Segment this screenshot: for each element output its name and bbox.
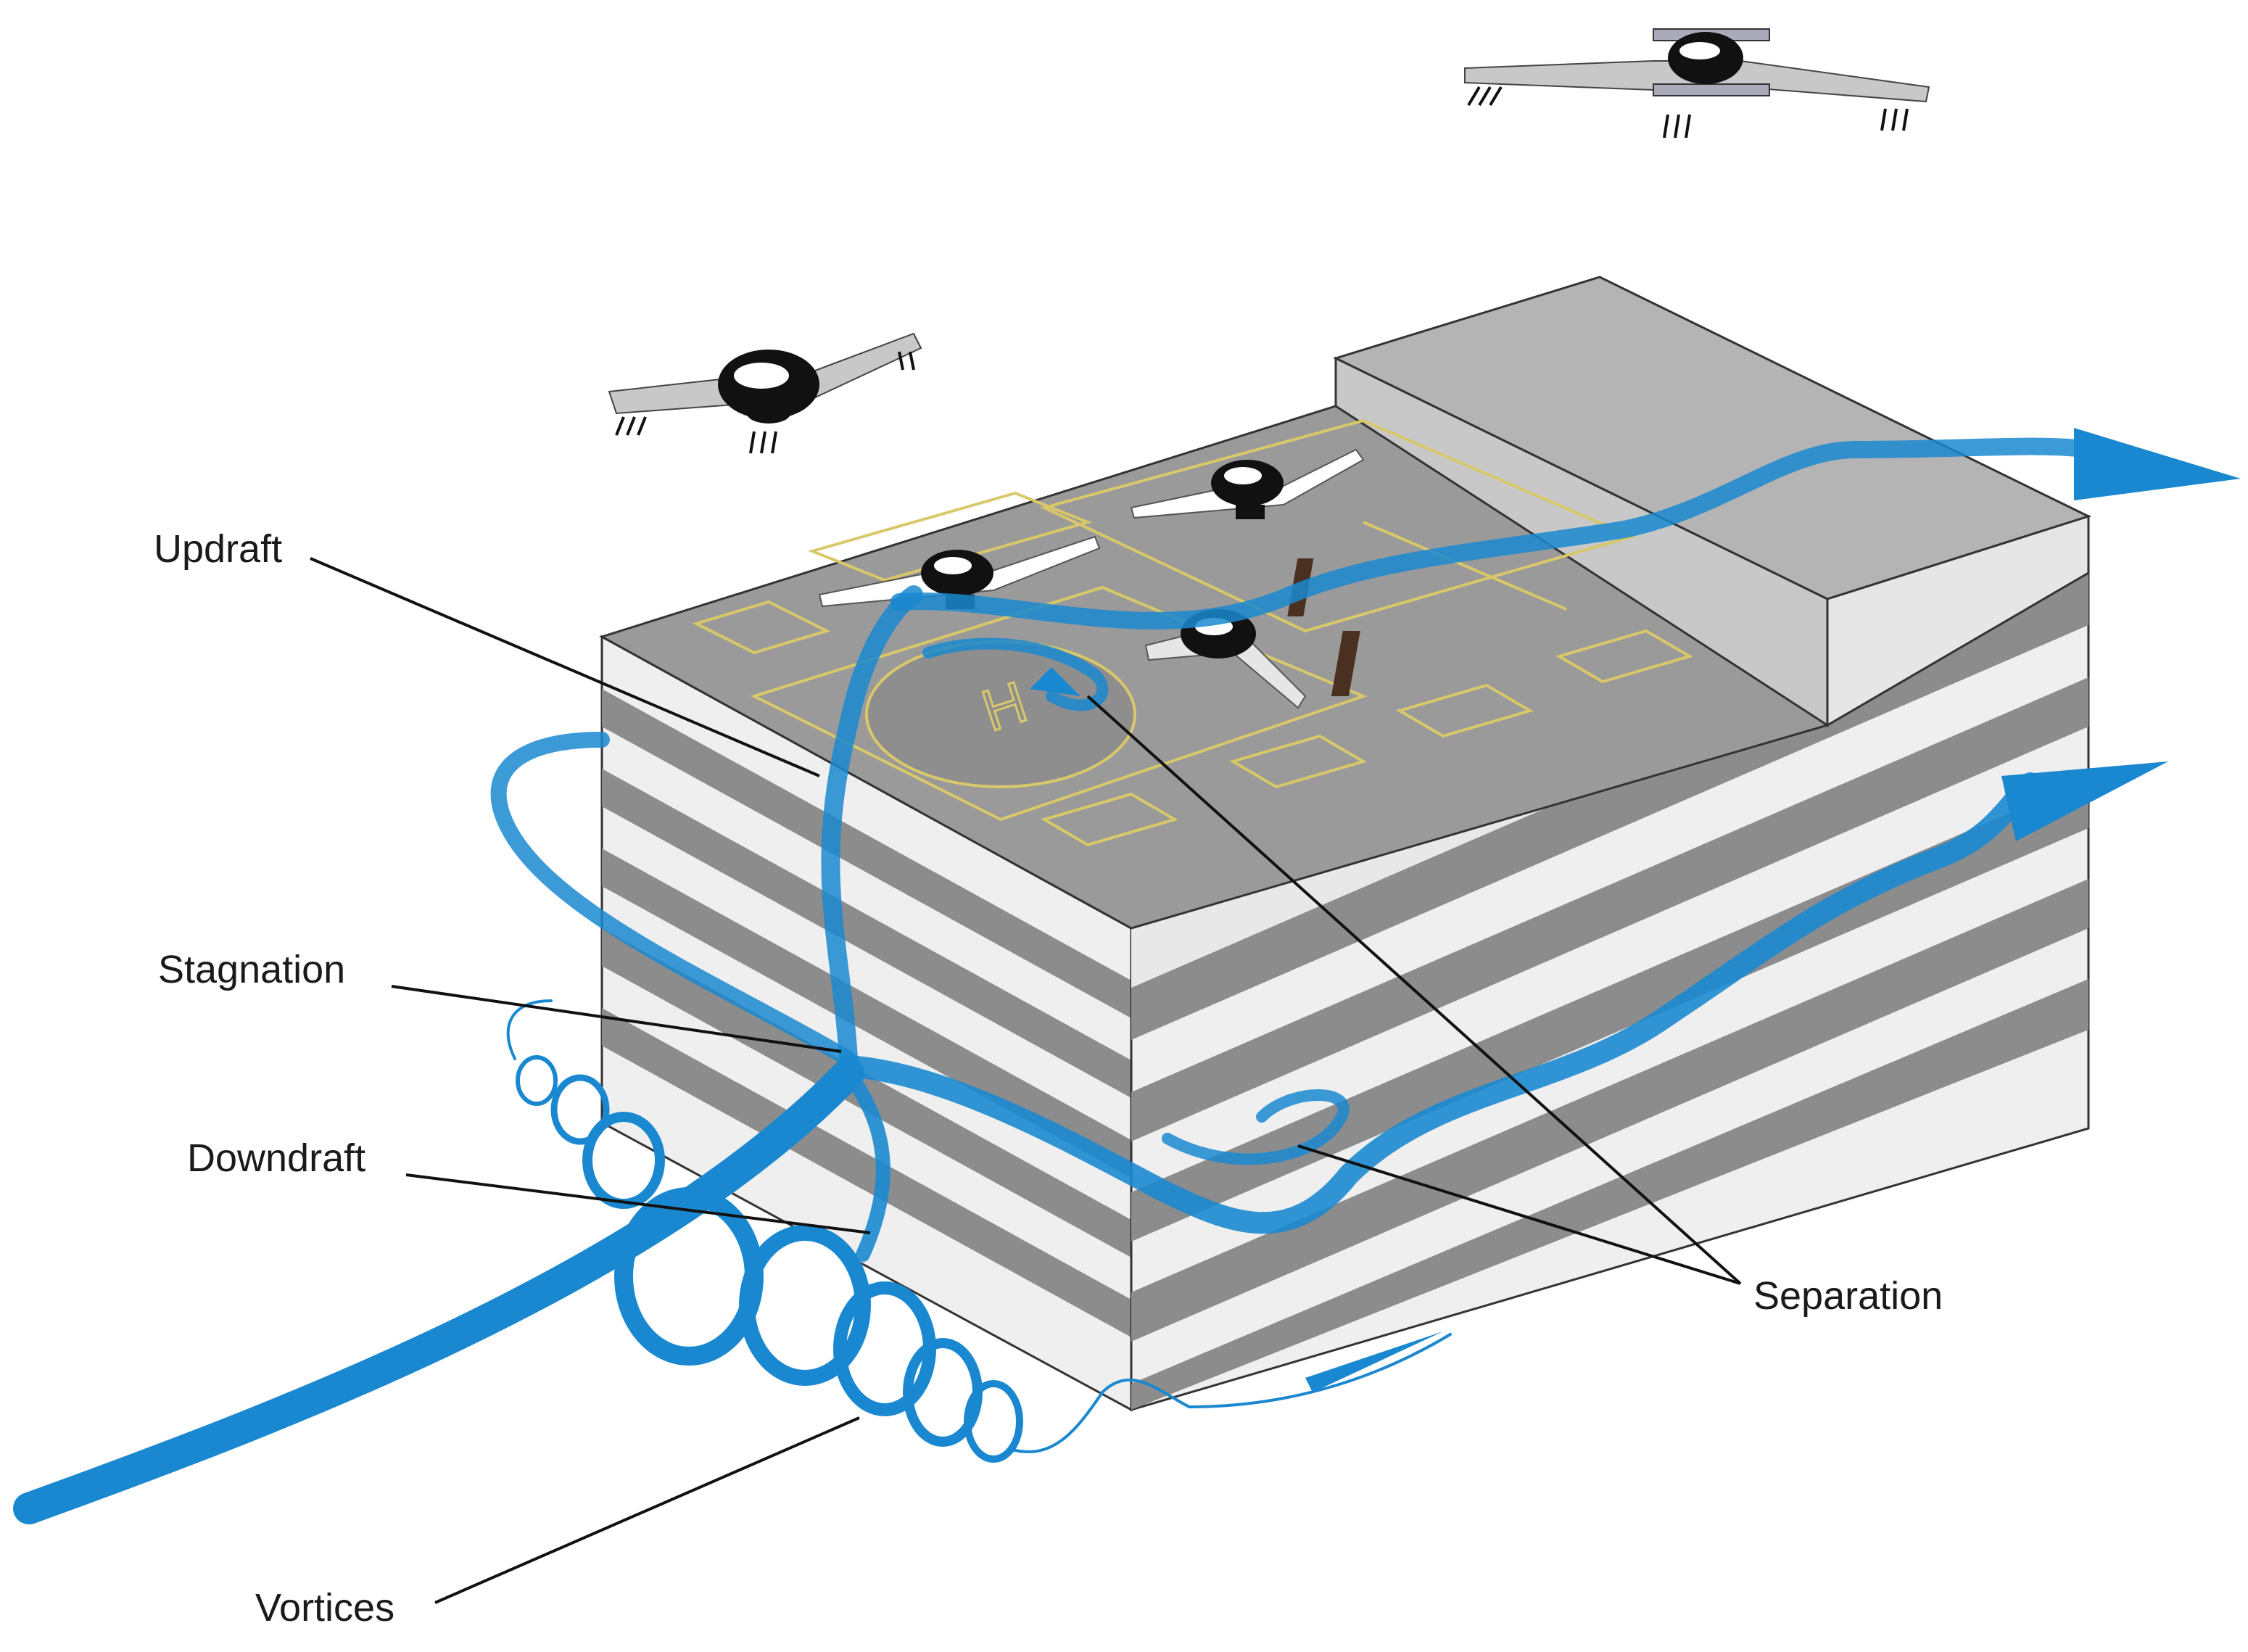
evtol-aircraft-parked-2 [1130,448,1365,519]
downdraft-flow [841,1066,890,1262]
leader-lines [310,557,1742,1604]
label-separation: Separation [1753,1274,1943,1318]
incoming-flow [13,1057,864,1524]
flow-arrow-icon-top [2074,428,2241,500]
updraft-flow [821,585,923,1068]
evtol-aircraft-flying-left [608,332,922,454]
vortices-coil [506,999,1452,1463]
label-updraft: Updraft [154,527,282,571]
label-downdraft: Downdraft [187,1136,365,1180]
evtol-aircraft-flying-right [1464,28,1930,139]
airflow [13,428,2241,1524]
roof-flow [890,437,2097,629]
helipad-icon: H [865,640,1136,788]
face-recirculation [1162,1089,1350,1165]
labels: Updraft Stagnation Downdraft Vortices Se… [154,527,1943,1630]
label-stagnation: Stagnation [158,948,345,991]
label-vortices: Vortices [255,1586,394,1630]
flow-arrow-icon-bottom [1305,1331,1443,1392]
face-flow-right [838,772,2041,1234]
wrap-flow-left [490,732,856,1067]
roof-recirculation [922,637,1109,711]
flow-arrow-icon-right [2001,761,2168,841]
roof-markings [692,418,1694,847]
flow-arrow-icon-recirc [1030,667,1080,696]
evtol-aircraft-parked-1 [818,535,1101,609]
